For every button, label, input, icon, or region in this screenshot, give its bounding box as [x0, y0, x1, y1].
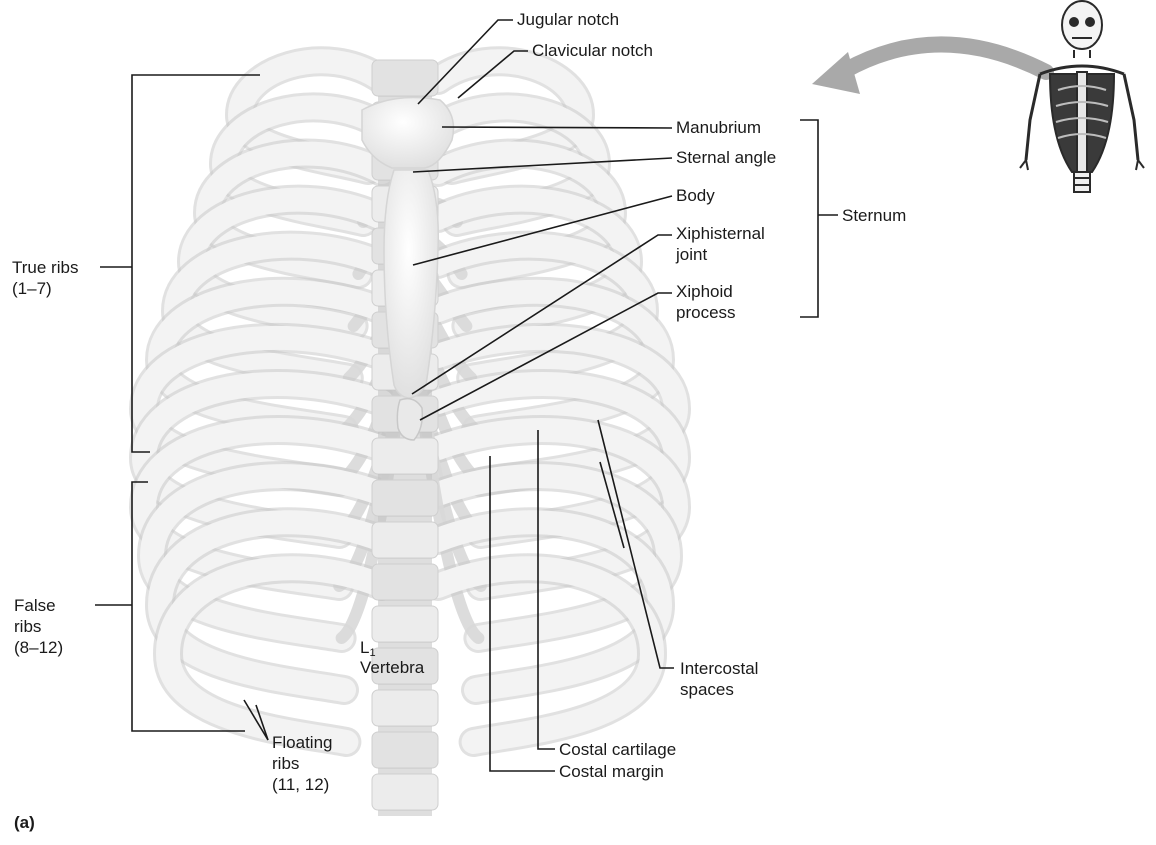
panel-label: (a)	[14, 812, 35, 833]
xiphisternal-joint-label: Xiphisternal joint	[676, 223, 765, 265]
vertebra	[372, 690, 438, 726]
xiphoid-process-label: Xiphoid process	[676, 281, 736, 323]
manubrium-leader	[442, 127, 672, 128]
vertebra	[372, 564, 438, 600]
skeleton-figure-icon	[1020, 1, 1144, 192]
intervertebral-disc	[378, 474, 432, 480]
vertebra	[372, 732, 438, 768]
intervertebral-disc	[378, 810, 432, 816]
clavicular-notch-label: Clavicular notch	[532, 40, 653, 61]
body-label: Body	[676, 185, 715, 206]
costal-margin-label: Costal margin	[559, 761, 664, 782]
intervertebral-disc	[378, 600, 432, 606]
sternum-bracket	[800, 120, 818, 317]
vertebra	[372, 774, 438, 810]
costal-cartilage-label: Costal cartilage	[559, 739, 676, 760]
manubrium-bone	[362, 98, 454, 168]
jugular-notch-label: Jugular notch	[517, 9, 619, 30]
vertebra	[372, 60, 438, 96]
intervertebral-disc	[378, 516, 432, 522]
manubrium-label: Manubrium	[676, 117, 761, 138]
intercostal-spaces-label: Intercostal spaces	[680, 658, 758, 700]
xiphoid-bone	[397, 399, 422, 440]
false-ribs-label: False ribs (8–12)	[14, 595, 63, 658]
vertebra	[372, 606, 438, 642]
intervertebral-disc	[378, 684, 432, 690]
intervertebral-disc	[378, 768, 432, 774]
intervertebral-disc	[378, 642, 432, 648]
curved-arrow	[812, 44, 1046, 94]
sternum-label: Sternum	[842, 205, 906, 226]
floating-ribs-label: Floating ribs (11, 12)	[272, 732, 332, 795]
vertebra	[372, 522, 438, 558]
intervertebral-disc	[378, 726, 432, 732]
l1-vertebra-label: Vertebra	[360, 657, 424, 678]
vertebra	[372, 480, 438, 516]
vertebra	[372, 438, 438, 474]
intervertebral-disc	[378, 558, 432, 564]
true-ribs-label: True ribs (1–7)	[12, 257, 78, 299]
sternal-angle-label: Sternal angle	[676, 147, 776, 168]
